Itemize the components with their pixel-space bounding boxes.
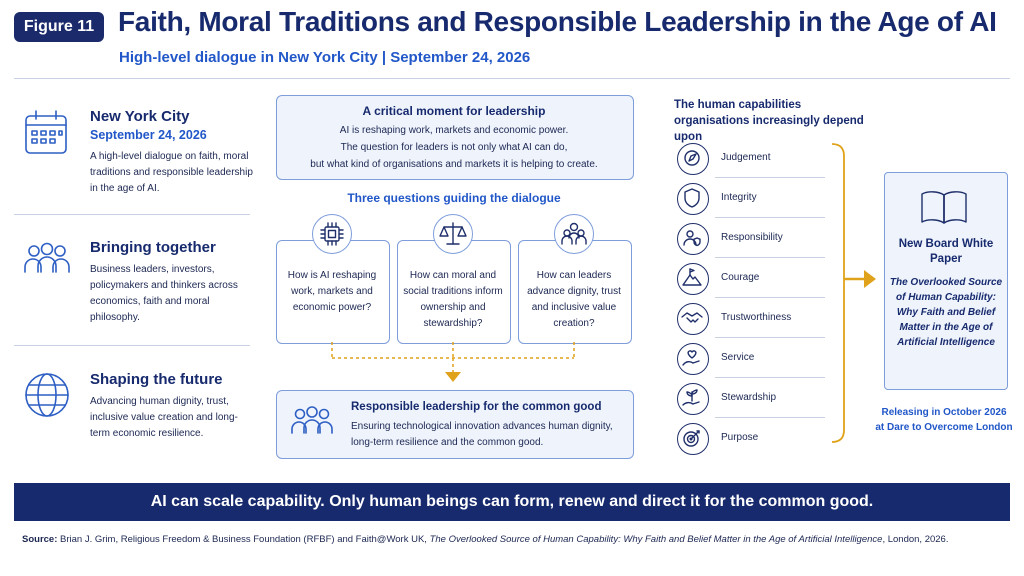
hand-plant-icon	[677, 383, 709, 415]
calendar-icon	[22, 108, 72, 158]
capability-divider	[715, 337, 825, 338]
capability-divider	[715, 257, 825, 258]
target-icon	[677, 423, 709, 455]
compass-icon	[677, 143, 709, 175]
source-tail: , London, 2026.	[882, 534, 949, 545]
bottom-banner: AI can scale capability. Only human bein…	[14, 483, 1010, 521]
people-icon	[22, 240, 72, 290]
critical-moment-line2: The question for leaders is not only wha…	[340, 142, 568, 153]
people-icon	[288, 405, 336, 444]
source-title: The Overlooked Source of Human Capabilit…	[429, 534, 883, 545]
handshake-icon	[677, 303, 709, 335]
left-divider	[14, 345, 250, 346]
event-location-title: New York City	[90, 108, 190, 125]
source-note: Source: Brian J. Grim, Religious Freedom…	[22, 532, 1012, 548]
responsible-leadership-text: Ensuring technological innovation advanc…	[351, 421, 613, 448]
event-date: September 24, 2026	[90, 128, 207, 142]
capability-divider	[715, 177, 825, 178]
white-paper-subtitle: The Overlooked Source of Human Capabilit…	[889, 277, 1003, 348]
shaping-future-title: Shaping the future	[90, 371, 223, 388]
capability-label: Judgement	[721, 152, 771, 163]
mountain-flag-icon	[677, 263, 709, 295]
capability-divider	[715, 377, 825, 378]
event-description: A high-level dialogue on faith, moral tr…	[90, 151, 253, 194]
responsible-leadership-title: Responsible leadership for the common go…	[351, 401, 602, 413]
scales-icon	[433, 214, 473, 254]
figure-badge: Figure 11	[14, 12, 104, 42]
white-paper-title: New Board White Paper	[898, 238, 994, 265]
question-box	[397, 240, 511, 344]
group-icon	[554, 214, 594, 254]
hand-heart-icon	[677, 343, 709, 375]
three-questions-title: Three questions guiding the dialogue	[347, 191, 561, 205]
capability-label: Responsibility	[721, 232, 783, 243]
source-label: Source:	[22, 534, 58, 545]
capability-divider	[715, 217, 825, 218]
critical-moment-line1: AI is reshaping work, markets and econom…	[339, 125, 569, 136]
header-divider	[14, 78, 1010, 79]
questions-connector	[331, 342, 575, 382]
capability-label: Trustworthiness	[721, 312, 792, 323]
capabilities-bracket	[831, 143, 876, 443]
capability-label: Purpose	[721, 432, 759, 443]
question-text: How is AI reshaping work, markets and ec…	[287, 270, 377, 313]
release-line: Releasing in October 2026	[881, 407, 1007, 418]
shield-icon	[677, 183, 709, 215]
critical-moment-title: A critical moment for leadership	[362, 104, 546, 118]
question-box	[518, 240, 632, 344]
critical-moment-line3: but what kind of organisations and marke…	[310, 159, 598, 170]
shaping-future-text: Advancing human dignity, trust, inclusiv…	[90, 396, 238, 439]
page-subtitle: High-level dialogue in New York City | S…	[119, 49, 531, 66]
source-text: Brian J. Grim, Religious Freedom & Busin…	[60, 534, 427, 545]
release-line: at Dare to Overcome London	[875, 422, 1013, 433]
book-icon	[918, 186, 970, 233]
capability-label: Service	[721, 352, 755, 363]
responsible-leadership-box	[276, 390, 634, 459]
left-divider	[14, 214, 250, 215]
release-info: Releasing in October 2026 at Dare to Ove…	[866, 405, 1022, 435]
capability-label: Courage	[721, 272, 760, 283]
bringing-together-title: Bringing together	[90, 239, 216, 256]
critical-moment-box	[276, 95, 634, 180]
question-text: How can leaders advance dignity, trust a…	[527, 270, 621, 329]
chip-icon	[312, 214, 352, 254]
capability-label: Stewardship	[721, 392, 777, 403]
question-box	[276, 240, 390, 344]
capability-divider	[715, 417, 825, 418]
page-title: Faith, Moral Traditions and Responsible …	[118, 6, 997, 37]
capabilities-title: The human capabilities organisations inc…	[674, 99, 864, 143]
capability-divider	[715, 297, 825, 298]
white-paper-box	[884, 172, 1008, 390]
person-shield-icon	[677, 223, 709, 255]
bringing-together-text: Business leaders, investors, policymaker…	[90, 264, 238, 323]
question-text: How can moral and social traditions info…	[403, 270, 503, 329]
capability-label: Integrity	[721, 192, 757, 203]
globe-icon	[22, 370, 72, 420]
